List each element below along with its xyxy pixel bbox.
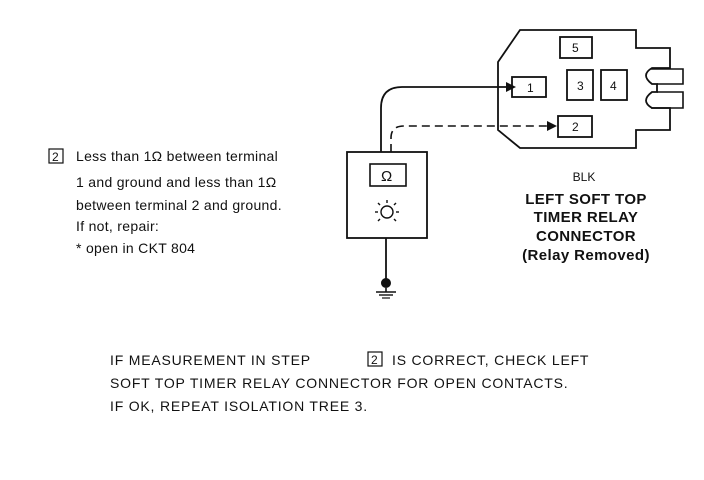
- arrow-terminal-2: [547, 121, 557, 131]
- connector-title-line-1: LEFT SOFT TOP: [525, 191, 647, 208]
- lead-to-terminal-2: [390, 125, 552, 152]
- step-number: 2: [52, 150, 59, 164]
- connector-title-line-4: (Relay Removed): [522, 247, 650, 264]
- note-line-2: SOFT TOP TIMER RELAY CONNECTOR FOR OPEN …: [110, 375, 569, 391]
- step-line-1: Less than 1Ω between terminal: [76, 148, 278, 164]
- terminal-1: [511, 76, 547, 98]
- ohm-symbol: Ω: [381, 168, 392, 185]
- terminal-2: [557, 115, 593, 138]
- terminal-4: [600, 69, 628, 101]
- step-line-4: If not, repair:: [76, 218, 159, 234]
- note-step-ref: 2: [371, 353, 378, 367]
- terminal-3-label: 3: [577, 79, 584, 93]
- step-line-2: 1 and ground and less than 1Ω: [76, 174, 277, 190]
- connector-housing: [497, 29, 671, 149]
- ground-icon: [376, 278, 396, 299]
- ohmmeter-display: [369, 163, 407, 187]
- note-step-box: [367, 351, 383, 367]
- lamp-icon: [375, 200, 399, 222]
- note-line-1-post: IS CORRECT, CHECK LEFT: [392, 352, 589, 368]
- connector-caption: BLK LEFT SOFT TOP TIMER RELAY CONNECTOR …: [522, 170, 650, 264]
- terminal-2-label: 2: [572, 120, 579, 134]
- terminal-5-label: 5: [572, 41, 579, 55]
- bottom-note: IF MEASUREMENT IN STEP 2 IS CORRECT, CHE…: [110, 351, 589, 414]
- note-line-1-pre: IF MEASUREMENT IN STEP: [110, 352, 311, 368]
- note-line-3: IF OK, REPEAT ISOLATION TREE 3.: [110, 398, 368, 414]
- connector-title-line-3: CONNECTOR: [536, 228, 636, 245]
- connector-title-line-2: TIMER RELAY: [534, 209, 639, 226]
- terminal-5: [559, 36, 593, 59]
- arrow-terminal-1: [506, 82, 516, 92]
- probe-leads: [380, 82, 557, 279]
- lead-to-terminal-1: [380, 86, 512, 152]
- relay-connector: [497, 29, 684, 149]
- step-line-5: * open in CKT 804: [76, 240, 195, 256]
- terminal-3: [566, 69, 594, 101]
- ohmmeter: Ω: [346, 151, 428, 239]
- step-number-box: [48, 148, 64, 164]
- step-line-3: between terminal 2 and ground.: [76, 197, 282, 213]
- wire-color-label: BLK: [573, 170, 596, 184]
- terminal-1-label: 1: [527, 81, 534, 95]
- step-instructions: 2 Less than 1Ω between terminal 1 and gr…: [48, 148, 282, 256]
- terminal-labels: 1 2 3 4 5: [527, 41, 617, 134]
- connector-latch: [651, 68, 684, 109]
- terminal-4-label: 4: [610, 79, 617, 93]
